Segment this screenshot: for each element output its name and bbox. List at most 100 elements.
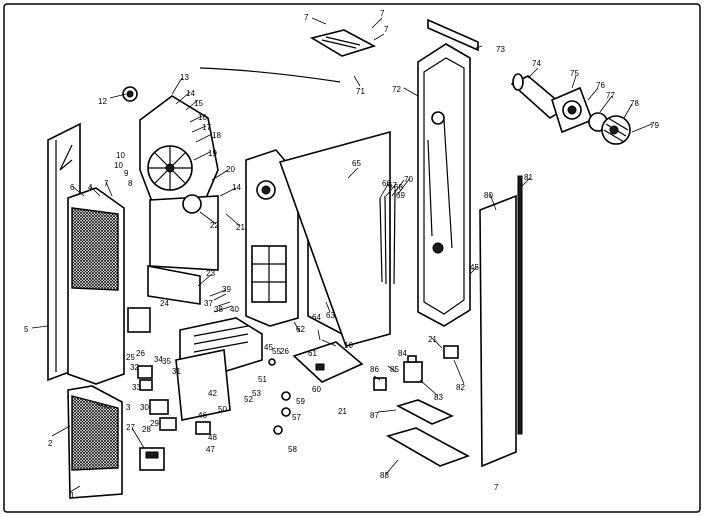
label-26b: 26 (280, 347, 289, 356)
label-21c: 21 (428, 335, 437, 344)
label-7d: 7 (104, 179, 109, 188)
label-45: 45 (264, 343, 273, 352)
label-63: 63 (326, 311, 335, 320)
part-82 (443, 345, 459, 359)
label-37: 37 (204, 299, 213, 308)
control-30 (149, 399, 169, 415)
label-77: 77 (606, 91, 615, 100)
terminal-cap-center (609, 125, 619, 135)
leader-lines (31, 17, 653, 493)
label-1: 1 (70, 491, 75, 500)
label-73: 73 (496, 45, 505, 54)
part-86 (373, 377, 387, 391)
label-59: 59 (296, 397, 305, 406)
base-pan-item-60 (315, 363, 325, 371)
rear-panel (278, 130, 391, 347)
label-20: 20 (226, 165, 235, 174)
label-65: 65 (352, 159, 361, 168)
label-71: 71 (356, 87, 365, 96)
label-40: 40 (230, 305, 239, 314)
exchanger-port-inner (261, 185, 271, 195)
label-53: 53 (252, 389, 261, 398)
label-66: 66 (382, 179, 391, 188)
label-17: 17 (202, 123, 211, 132)
fitting-57 (281, 407, 291, 417)
label-7e: 7 (494, 483, 499, 492)
top-vent-slots (321, 36, 361, 49)
back-panel-72 (417, 43, 471, 327)
label-79: 79 (650, 121, 659, 130)
top-wire (199, 67, 341, 83)
blower-hub (165, 163, 175, 173)
trim-strip-81 (517, 175, 523, 435)
label-83: 83 (434, 393, 443, 402)
label-4: 4 (88, 183, 93, 192)
label-14a: 14 (186, 89, 195, 98)
label-19: 19 (208, 149, 217, 158)
label-3: 3 (126, 403, 131, 412)
label-51: 51 (258, 375, 267, 384)
label-2: 2 (48, 439, 53, 448)
side-panel-bracket (59, 144, 73, 171)
fitting-58 (273, 425, 283, 435)
label-11: 10 (116, 151, 125, 160)
label-58: 58 (288, 445, 297, 454)
top-vent-71 (309, 29, 377, 57)
label-33: 33 (132, 383, 141, 392)
label-27: 27 (126, 423, 135, 432)
label-18: 18 (212, 131, 221, 140)
label-64: 64 (312, 313, 321, 322)
label-74: 74 (532, 59, 541, 68)
label-50: 50 (218, 405, 227, 414)
label-10b: 10 (344, 341, 353, 350)
back-panel-hole-top (431, 111, 445, 125)
control-48 (195, 421, 211, 435)
front-grille (71, 207, 119, 291)
label-38: 38 (214, 305, 223, 314)
label-7a: 7 (304, 13, 309, 22)
label-10: 10 (114, 161, 123, 170)
exchanger-window-grid (252, 246, 286, 302)
label-30: 30 (140, 403, 149, 412)
gas-valve-27 (139, 447, 165, 471)
label-69: 69 (396, 191, 405, 200)
label-68: 68 (394, 183, 403, 192)
motor-12-hub (126, 90, 134, 98)
label-87: 87 (370, 411, 379, 420)
label-86: 86 (370, 365, 379, 374)
bracket-23 (147, 265, 201, 305)
label-35: 35 (162, 357, 171, 366)
label-39: 39 (222, 285, 231, 294)
back-panel-track (427, 119, 453, 249)
label-82: 82 (456, 383, 465, 392)
side-panel-80 (479, 194, 517, 468)
label-67: 67 (388, 181, 397, 190)
gas-valve-27-top (145, 451, 159, 459)
label-61: 61 (308, 349, 317, 358)
label-26: 26 (136, 349, 145, 358)
control-29 (159, 417, 177, 431)
label-84: 84 (398, 349, 407, 358)
part-84 (407, 355, 417, 363)
label-6: 6 (70, 183, 75, 192)
label-62: 62 (296, 325, 305, 334)
top-strip-73 (427, 18, 479, 52)
fan-motor-22 (182, 194, 202, 214)
label-13: 13 (180, 73, 189, 82)
back-panel-hole-bottom (432, 242, 444, 254)
pipe-end (512, 73, 524, 91)
label-23: 23 (206, 269, 215, 278)
label-29: 29 (150, 419, 159, 428)
label-57: 57 (292, 413, 301, 422)
burner-manifold (175, 349, 231, 421)
label-48: 48 (208, 433, 217, 442)
control-33 (139, 379, 153, 391)
control-32 (137, 365, 153, 379)
base-pan-61 (292, 341, 364, 383)
label-47: 47 (206, 445, 215, 454)
label-21b: 21 (338, 407, 347, 416)
plate-24 (127, 307, 151, 333)
label-16: 16 (198, 113, 207, 122)
label-7c: 7 (384, 25, 389, 34)
